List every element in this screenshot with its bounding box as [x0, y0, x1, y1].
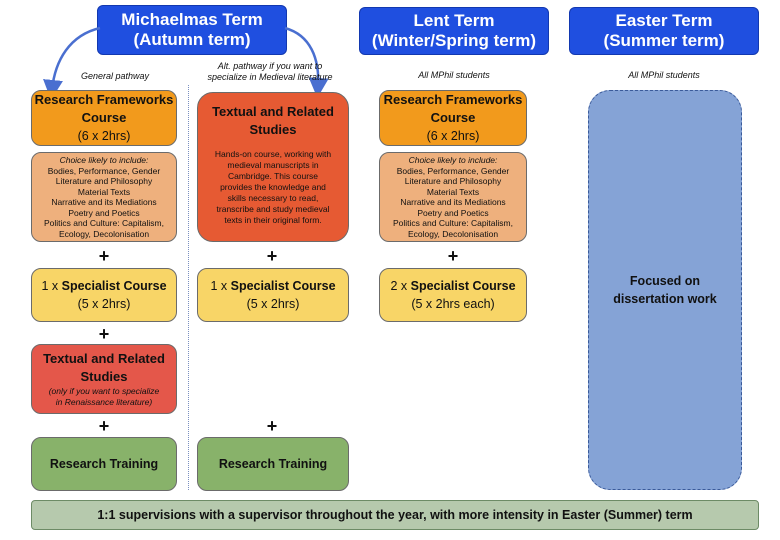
- general-choice-item: Poetry and Poetics: [68, 207, 140, 218]
- lent-choice-box: Choice likely to include: Bodies, Perfor…: [379, 152, 527, 242]
- lent-specialist-sub: (5 x 2hrs each): [411, 297, 495, 311]
- general-trs-note-1: (only if you want to specialize: [48, 386, 160, 396]
- lent-term-title: Lent Term: [413, 11, 495, 30]
- lent-choice-item: Poetry and Poetics: [417, 207, 489, 218]
- pathway-divider: [188, 85, 189, 490]
- general-trs-title-1: Textual and Related: [43, 351, 165, 366]
- general-choice-item: Politics and Culture: Capitalism,: [44, 218, 164, 228]
- alt-specialist-sub: (5 x 2hrs): [246, 297, 300, 311]
- general-research-training-label: Research Training: [49, 457, 159, 471]
- general-choice-item: Material Texts: [77, 186, 131, 197]
- alt-trs-desc-line: texts in their original form.: [224, 215, 322, 225]
- easter-all-students-note: All MPhil students: [628, 70, 700, 80]
- general-trs-title-2: Studies: [80, 369, 128, 384]
- alt-research-training-box: Research Training: [197, 437, 349, 491]
- general-trs-note-2: in Renaissance literature): [55, 397, 153, 407]
- general-specialist-label: 1 x Specialist Course: [41, 277, 166, 295]
- general-pathway-arrow: [43, 26, 101, 100]
- lent-choice-item: Material Texts: [426, 186, 480, 197]
- lent-specialist-box: 2 x Specialist Course (5 x 2hrs each): [379, 268, 527, 322]
- lent-choice-item: Narrative and its Mediations: [400, 197, 506, 207]
- michaelmas-term-title: Michaelmas Term: [121, 10, 263, 29]
- plus-sign: +: [266, 246, 278, 266]
- lent-choice-item: Politics and Culture: Capitalism,: [393, 218, 513, 228]
- lent-specialist-label: 2 x Specialist Course: [390, 277, 515, 295]
- lent-rf-title-2: Course: [430, 110, 476, 125]
- general-research-training-box: Research Training: [31, 437, 177, 491]
- alt-trs-desc-line: provides the knowledge and: [220, 182, 326, 192]
- alt-trs-desc-line: Cambridge. This course: [227, 171, 319, 181]
- alt-trs-desc-line: medieval manuscripts in: [227, 160, 319, 170]
- plus-sign: +: [266, 416, 278, 436]
- alt-trs-description: Hands-on course, working with medieval m…: [207, 149, 339, 226]
- easter-term-header: Easter Term (Summer term): [569, 7, 759, 55]
- general-choice-item: Literature and Philosophy: [55, 176, 153, 186]
- lent-choice-item: Literature and Philosophy: [404, 176, 502, 186]
- alt-specialist-bold: Specialist Course: [230, 279, 336, 293]
- supervision-footer-text: 1:1 supervisions with a supervisor throu…: [97, 508, 693, 522]
- general-pathway-note: General pathway: [80, 71, 150, 81]
- general-textual-studies-box: Textual and Related Studies (only if you…: [31, 344, 177, 414]
- lent-rf-sub: (6 x 2hrs): [426, 129, 480, 143]
- general-specialist-sub: (5 x 2hrs): [77, 297, 131, 311]
- lent-specialist-pre: 2 x: [390, 279, 411, 293]
- plus-sign: +: [98, 246, 110, 266]
- supervision-footer: 1:1 supervisions with a supervisor throu…: [31, 500, 759, 530]
- general-specialist-pre: 1 x: [41, 279, 62, 293]
- alt-pathway-arrow: [284, 26, 329, 98]
- alt-textual-studies-box: Textual and Related Studies Hands-on cou…: [197, 92, 349, 242]
- alt-trs-desc-line: transcribe and study medieval: [216, 204, 330, 214]
- general-rf-title-1: Research Frameworks: [34, 92, 174, 107]
- michaelmas-term-subtitle: (Autumn term): [133, 30, 251, 49]
- general-choice-item: Bodies, Performance, Gender: [47, 165, 161, 176]
- lent-term-subtitle: (Winter/Spring term): [371, 31, 537, 50]
- alt-specialist-pre: 1 x: [210, 279, 231, 293]
- alt-pathway-note: Alt. pathway if you want to specialize i…: [185, 61, 355, 83]
- plus-sign: +: [447, 246, 459, 266]
- lent-choice-item: Bodies, Performance, Gender: [396, 165, 510, 176]
- easter-dissertation-box: Focused on dissertation work: [588, 90, 742, 490]
- alt-pathway-note-line2: specialize in Medieval literature: [207, 72, 333, 82]
- general-choice-heading: Choice likely to include:: [59, 155, 149, 165]
- general-specialist-box: 1 x Specialist Course (5 x 2hrs): [31, 268, 177, 322]
- general-rf-title-2: Course: [81, 110, 127, 125]
- alt-pathway-note-line1: Alt. pathway if you want to: [217, 61, 323, 71]
- lent-specialist-bold: Specialist Course: [410, 279, 516, 293]
- plus-sign: +: [98, 324, 110, 344]
- alt-trs-desc-line: Hands-on course, working with: [214, 149, 332, 159]
- easter-term-title: Easter Term: [615, 11, 713, 30]
- lent-research-frameworks-box: Research Frameworks Course (6 x 2hrs): [379, 90, 527, 146]
- lent-all-students-note: All MPhil students: [418, 70, 490, 80]
- lent-rf-title-1: Research Frameworks: [383, 92, 523, 107]
- general-rf-sub: (6 x 2hrs): [77, 129, 131, 143]
- general-research-frameworks-box: Research Frameworks Course (6 x 2hrs): [31, 90, 177, 146]
- alt-trs-title-1: Textual and Related: [212, 104, 334, 119]
- general-choice-box: Choice likely to include: Bodies, Perfor…: [31, 152, 177, 242]
- general-choice-item: Narrative and its Mediations: [51, 197, 157, 207]
- michaelmas-term-header: Michaelmas Term (Autumn term): [97, 5, 287, 55]
- alt-specialist-label: 1 x Specialist Course: [210, 277, 335, 295]
- plus-sign: +: [98, 416, 110, 436]
- easter-term-subtitle: (Summer term): [603, 31, 725, 50]
- lent-choice-item: Ecology, Decolonisation: [407, 228, 499, 239]
- general-specialist-bold: Specialist Course: [61, 279, 167, 293]
- alt-specialist-box: 1 x Specialist Course (5 x 2hrs): [197, 268, 349, 322]
- easter-focus-line2: dissertation work: [613, 292, 717, 306]
- easter-focus-line1: Focused on: [629, 274, 701, 288]
- alt-research-training-label: Research Training: [218, 457, 328, 471]
- lent-term-header: Lent Term (Winter/Spring term): [359, 7, 549, 55]
- pathway-arrows: [43, 26, 329, 100]
- alt-trs-desc-line: skills necessary to read,: [227, 193, 319, 203]
- lent-choice-heading: Choice likely to include:: [408, 155, 498, 165]
- general-choice-item: Ecology, Decolonisation: [58, 228, 150, 239]
- alt-trs-title-2: Studies: [249, 122, 297, 137]
